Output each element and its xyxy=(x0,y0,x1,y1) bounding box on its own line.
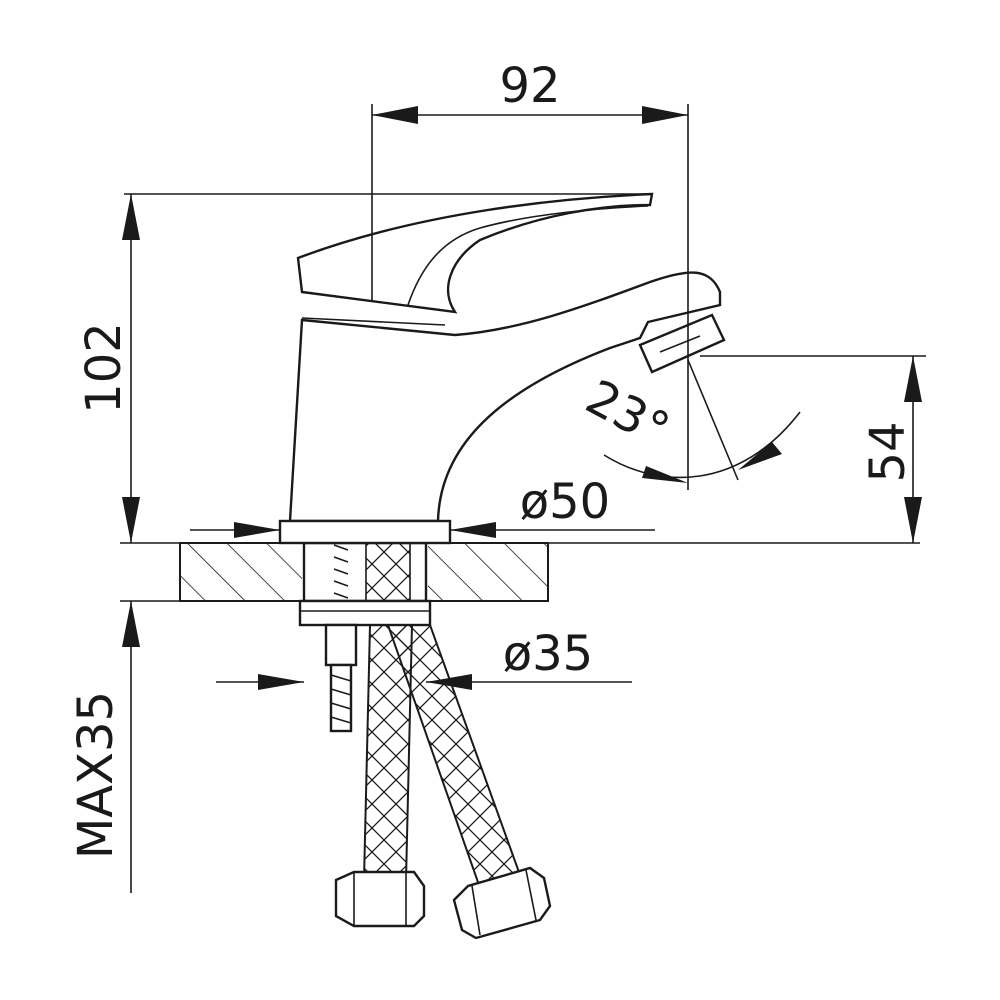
hole-diameter-label: ø35 xyxy=(503,626,593,682)
dimension-max-thickness: MAX35 xyxy=(68,601,140,893)
countertop xyxy=(120,542,920,602)
supply-hose-right xyxy=(386,624,552,940)
angle-label: 23° xyxy=(577,369,678,458)
base-diameter-label: ø50 xyxy=(520,474,610,530)
dimension-spout-height: 54 xyxy=(700,355,926,543)
dimension-base-diameter: ø50 xyxy=(190,474,655,538)
mounting-shank xyxy=(298,541,432,733)
dimension-width: 92 xyxy=(371,58,689,490)
aerator xyxy=(638,313,726,374)
max-thickness-label: MAX35 xyxy=(68,691,124,859)
lever-handle xyxy=(296,192,654,314)
dimension-height: 102 xyxy=(76,193,650,543)
spout-height-label: 54 xyxy=(860,421,916,482)
supply-hose-left xyxy=(334,624,426,928)
dimension-hole-diameter: ø35 xyxy=(216,626,632,690)
faucet-body xyxy=(278,271,722,545)
threaded-rod xyxy=(330,544,352,724)
width-label: 92 xyxy=(499,58,560,114)
height-label: 102 xyxy=(76,322,132,414)
